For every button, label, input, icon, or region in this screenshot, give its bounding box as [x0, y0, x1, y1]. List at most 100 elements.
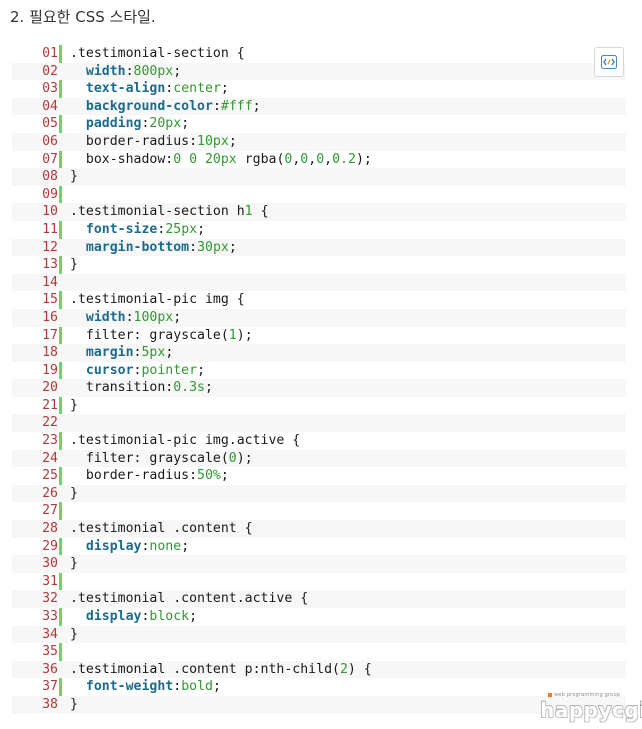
line-number: 05 [42, 116, 58, 132]
css-value: 0 0 20px [173, 151, 237, 167]
css-property: font-weight [85, 679, 174, 695]
code-line: 29 display:none; [12, 538, 626, 556]
line-number: 27 [42, 503, 58, 519]
code-line: 21} [12, 397, 626, 415]
code-line: 23 .testimonial-pic img.active { [12, 432, 626, 450]
code-token: ); [236, 327, 253, 343]
css-property: margin [85, 345, 134, 361]
code-line: 35 [12, 643, 626, 661]
watermark-tagline: web programming group [548, 692, 620, 698]
code-line: 20 transition:0.3s; [12, 379, 626, 397]
css-property: display [85, 609, 142, 624]
line-number: 28 [42, 521, 58, 537]
line-number: 25 [42, 468, 58, 484]
code-token: ; [212, 679, 221, 695]
code-text: width:100px; [70, 309, 181, 327]
code-token: : [133, 345, 142, 361]
code-token: .testimonial-section { [70, 46, 245, 61]
code-text: border-radius:50%; [70, 467, 229, 485]
line-number: 14 [42, 274, 58, 290]
code-token: : [133, 362, 142, 378]
css-property: width [85, 63, 126, 79]
css-value: 5px [141, 345, 166, 361]
css-value: pointer [141, 362, 198, 378]
code-text: border-radius:10px; [70, 133, 237, 151]
code-token: { [252, 204, 269, 220]
css-property: margin-bottom [85, 239, 190, 255]
css-value: 2 [339, 661, 348, 677]
code-text: filter: grayscale(1); [70, 327, 253, 345]
watermark-name: happycgi [539, 697, 642, 722]
line-number: 31 [42, 573, 58, 589]
code-token [70, 99, 86, 114]
code-text: .testimonial .content.active { [70, 590, 308, 608]
line-number: 26 [42, 485, 58, 501]
code-line: 16 width:100px; [12, 308, 626, 327]
css-value: 0.2 [332, 151, 356, 167]
line-number: 07 [42, 151, 58, 167]
code-text: .testimonial .content p:nth-child(2) { [70, 661, 372, 679]
code-token [70, 679, 86, 694]
section-heading: 2. 필요한 CSS 스타일. [10, 8, 156, 26]
code-token: } [70, 626, 78, 642]
code-token: ; [204, 380, 213, 396]
code-token: ; [197, 362, 206, 378]
code-line: 12 margin-bottom:30px; [12, 238, 626, 257]
code-text: } [70, 397, 78, 415]
line-number: 15 [42, 292, 58, 308]
line-number: 23 [42, 433, 58, 449]
css-value: 50% [197, 468, 221, 484]
code-text: .testimonial-section { [70, 45, 245, 63]
line-number: 36 [42, 661, 58, 677]
code-token: , [324, 151, 333, 167]
line-number: 02 [42, 63, 58, 79]
code-token: filter: grayscale( [70, 327, 229, 343]
css-property: font-size [85, 221, 158, 237]
code-token [70, 64, 86, 79]
code-line: 09 [12, 186, 626, 204]
css-property: display [85, 538, 142, 554]
code-token: } [70, 397, 78, 413]
code-token: transition: [70, 380, 174, 396]
code-token: ; [173, 309, 182, 325]
code-line: 06 border-radius:10px; [12, 132, 626, 151]
code-text: } [70, 555, 78, 573]
code-token [70, 345, 86, 360]
css-value: 25px [165, 221, 198, 237]
code-line: 24 filter: grayscale(0); [12, 449, 626, 468]
code-text: } [70, 626, 78, 644]
code-token [70, 609, 86, 624]
code-token: .testimonial-pic img.active { [70, 433, 301, 449]
code-token: filter: grayscale( [70, 450, 229, 466]
css-value: none [149, 538, 182, 554]
code-token: ); [236, 450, 253, 466]
line-number: 16 [42, 309, 58, 325]
css-value: 20px [149, 116, 182, 132]
code-text: font-size:25px; [70, 221, 205, 239]
code-token [70, 310, 86, 325]
css-value: 0.3s [173, 380, 205, 396]
code-text: text-align:center; [70, 80, 229, 98]
css-value: 10px [197, 133, 229, 149]
code-line: 04 background-color:#fff; [12, 97, 626, 116]
code-token: ; [197, 221, 206, 237]
line-number: 01 [42, 46, 58, 61]
code-line: 07 box-shadow:0 0 20px rgba(0,0,0,0.2); [12, 151, 626, 169]
code-token: .testimonial .content { [70, 521, 253, 537]
code-token: border-radius: [70, 468, 198, 484]
line-number: 34 [42, 626, 58, 642]
view-source-button[interactable] [594, 47, 624, 77]
css-property: padding [85, 116, 142, 132]
code-block: 01.testimonial-section {02 width:800px;0… [12, 45, 626, 714]
code-token: } [70, 169, 78, 185]
code-token: : [165, 81, 174, 97]
code-token: ) { [347, 661, 372, 677]
css-property: width [85, 309, 126, 325]
code-line: 15.testimonial-pic img { [12, 291, 626, 309]
code-token: ; [252, 98, 261, 114]
css-value: 30px [197, 239, 229, 255]
line-number: 13 [42, 257, 58, 273]
code-token: rgba( [236, 151, 285, 167]
line-number: 12 [42, 239, 58, 255]
code-token: : [141, 609, 150, 624]
